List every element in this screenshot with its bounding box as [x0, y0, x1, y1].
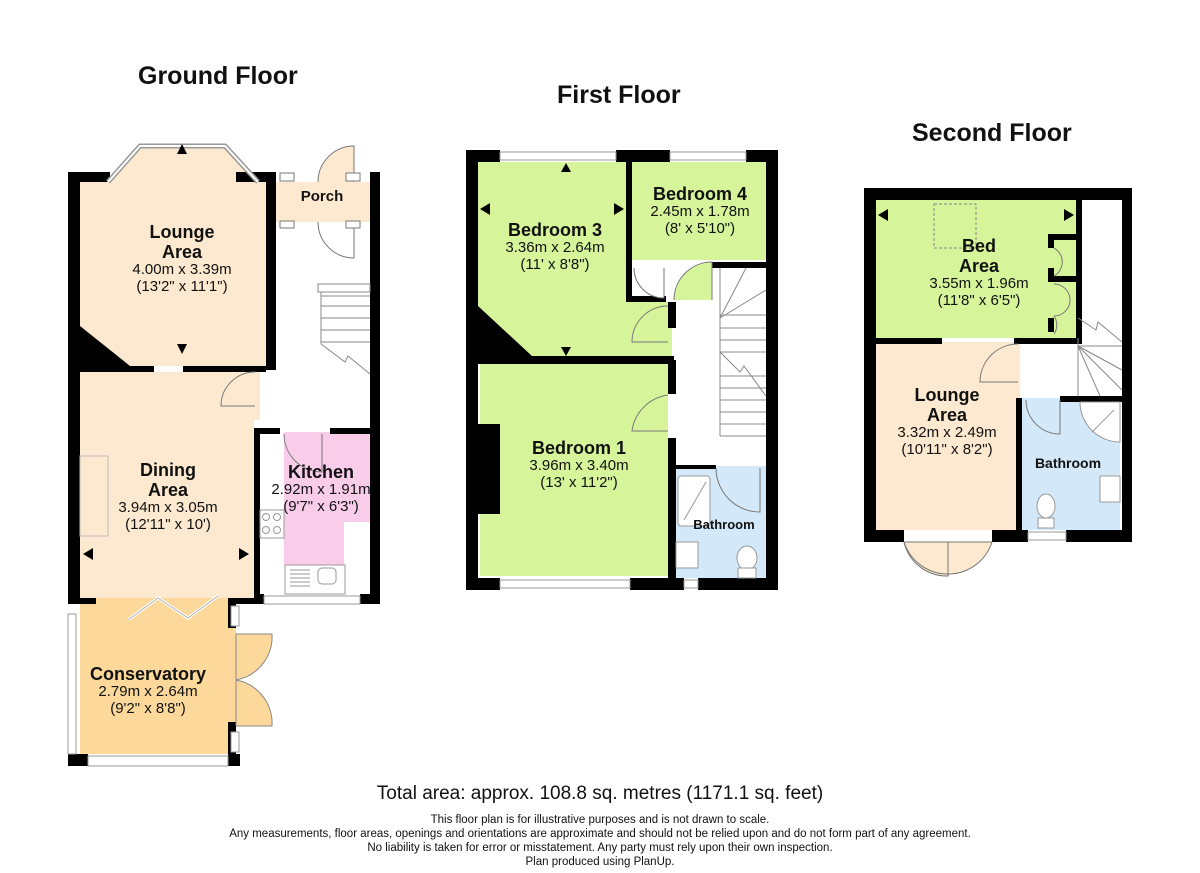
room-label-bed-area: Bed Area 3.55m x 1.96m (11'8" x 6'5")	[914, 236, 1044, 310]
room-label-kitchen: Kitchen 2.92m x 1.91m (9'7" x 6'3")	[262, 462, 380, 516]
room-name: Bedroom 3	[507, 220, 603, 240]
room-name: Area	[147, 480, 189, 501]
second-floor-title: Second Floor	[912, 119, 1072, 147]
room-label-conservatory: Conservatory 2.79m x 2.64m (9'2" x 8'8")	[78, 664, 218, 718]
disclaimer: This floor plan is for illustrative purp…	[0, 813, 1200, 869]
ground-floor-plan	[67, 143, 380, 767]
room-dimensions-imperial: (12'11" x 10')	[125, 516, 211, 534]
bedroom4-fill	[632, 162, 766, 260]
room-dimensions-imperial: (9'7" x 6'3")	[283, 497, 359, 515]
room-name: Area	[926, 405, 968, 426]
disclaimer-line: No liability is taken for error or misst…	[367, 842, 833, 854]
room-label-porch: Porch	[282, 188, 362, 206]
room-dimensions-metric: 3.36m x 2.64m	[505, 239, 605, 257]
room-dimensions-metric: 2.79m x 2.64m	[98, 683, 198, 701]
room-name: Bathroom	[693, 517, 755, 532]
first-floor-title: First Floor	[557, 81, 681, 109]
bedroom1-fill	[480, 364, 668, 576]
room-name: Dining	[140, 460, 196, 480]
room-dimensions-imperial: (13' x 11'2")	[540, 473, 618, 491]
room-name: Conservatory	[89, 664, 207, 684]
room-dimensions-imperial: (11' x 8'8")	[520, 255, 590, 273]
room-label-bedroom1: Bedroom 1 3.96m x 3.40m (13' x 11'2")	[514, 438, 644, 492]
bedroom3-fill	[478, 162, 672, 356]
room-label-bathroom-second: Bathroom	[1026, 455, 1110, 472]
ground-floor-title: Ground Floor	[138, 62, 298, 90]
conservatory-fill	[80, 598, 236, 754]
hall-to-dining-fill	[254, 372, 260, 420]
room-dimensions-metric: 2.45m x 1.78m	[650, 203, 750, 221]
room-dimensions-imperial: (11'8" x 6'5")	[937, 292, 1021, 310]
porch-fill	[276, 182, 370, 222]
room-label-bedroom3: Bedroom 3 3.36m x 2.64m (11' x 8'8")	[490, 220, 620, 274]
room-dimensions-metric: 4.00m x 3.39m	[132, 261, 232, 279]
landing-fill	[1020, 342, 1122, 398]
room-dimensions-metric: 3.55m x 1.96m	[929, 275, 1029, 293]
room-name: Lounge	[914, 385, 980, 405]
room-name: Area	[958, 256, 1000, 277]
room-name: Porch	[300, 188, 344, 205]
room-dimensions-imperial: (9'2" x 8'8")	[110, 699, 186, 717]
room-name: Kitchen	[287, 462, 354, 482]
room-dimensions-metric: 3.96m x 3.40m	[529, 457, 629, 475]
room-name: Bedroom 1	[531, 438, 627, 458]
room-label-lounge-area: Lounge Area 4.00m x 3.39m (13'2" x 11'1"…	[112, 222, 252, 296]
dining-area-fill	[80, 372, 254, 598]
second-floor-plan	[864, 188, 1132, 577]
first-floor-plan	[466, 150, 778, 590]
disclaimer-line: Plan produced using PlanUp.	[525, 856, 675, 868]
total-area: Total area: approx. 108.8 sq. metres (11…	[376, 783, 824, 804]
room-dimensions-metric: 3.94m x 3.05m	[118, 499, 218, 517]
room-dimensions-metric: 3.32m x 2.49m	[897, 424, 997, 442]
room-dimensions-imperial: (13'2" x 11'1")	[136, 278, 228, 296]
room-label-dining-area: Dining Area 3.94m x 3.05m (12'11" x 10')	[98, 460, 238, 534]
room-name: Bed	[961, 236, 996, 256]
room-dimensions-imperial: (8' x 5'10")	[664, 219, 736, 237]
room-name: Lounge	[149, 222, 215, 242]
disclaimer-line: Any measurements, floor areas, openings …	[229, 828, 971, 840]
lounge-area-fill	[80, 146, 266, 366]
room-label-lounge-area-second: Lounge Area 3.32m x 2.49m (10'11" x 8'2"…	[880, 385, 1014, 459]
disclaimer-line: This floor plan is for illustrative purp…	[430, 814, 770, 826]
room-dimensions-metric: 2.92m x 1.91m	[271, 481, 371, 499]
room-name: Bedroom 4	[652, 184, 748, 204]
room-dimensions-imperial: (10'11" x 8'2")	[901, 441, 993, 459]
room-label-bedroom4: Bedroom 4 2.45m x 1.78m (8' x 5'10")	[638, 184, 762, 238]
room-name: Bathroom	[1034, 455, 1102, 471]
room-name: Area	[161, 242, 203, 263]
room-label-bathroom-first: Bathroom	[684, 517, 764, 533]
